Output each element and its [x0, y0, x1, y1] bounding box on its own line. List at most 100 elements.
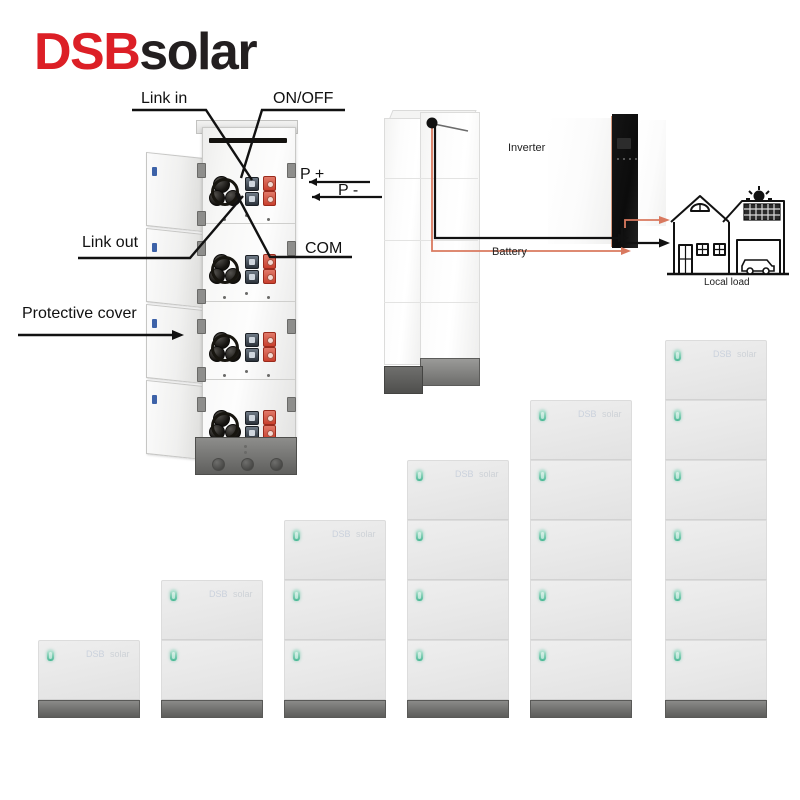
cabinet-vent-slot	[209, 138, 287, 143]
label-inverter: Inverter	[508, 142, 546, 154]
battery-module	[530, 640, 632, 700]
status-led-icon	[416, 470, 423, 481]
cabinet-hinge	[197, 211, 206, 226]
svg-text:DSB: DSB	[713, 349, 732, 359]
status-led-icon	[539, 470, 546, 481]
label-local-load: Local load	[704, 277, 750, 288]
tower-module-seam	[384, 240, 478, 241]
callout-link-in: Link in	[141, 90, 188, 107]
battery-module: DSB solar	[161, 580, 263, 640]
screw-dot	[245, 370, 248, 373]
dsb-solar-logo: DSBsolar	[34, 23, 258, 81]
cabinet-hinge	[287, 163, 296, 178]
status-led-icon	[416, 530, 423, 541]
status-led-icon	[416, 650, 423, 661]
battery-module	[407, 580, 509, 640]
svg-text:DSB: DSB	[332, 529, 351, 539]
svg-text:solar: solar	[737, 349, 757, 359]
status-led-icon	[674, 350, 681, 361]
stack-base	[407, 700, 509, 718]
tower-face-panel	[420, 112, 480, 366]
battery-module	[665, 520, 767, 580]
status-led-icon	[170, 590, 177, 601]
status-led-icon	[293, 590, 300, 601]
link-cable	[211, 412, 239, 440]
base-foot	[270, 458, 283, 471]
door-clip-icon	[152, 395, 157, 404]
on-off-switch	[245, 270, 259, 284]
battery-module	[284, 640, 386, 700]
screw-dot	[267, 374, 270, 377]
cabinet-body	[202, 127, 296, 458]
inverter-status-led	[617, 158, 619, 160]
status-led-icon	[674, 530, 681, 541]
screw-dot	[223, 218, 226, 221]
link-cable	[211, 334, 239, 362]
battery-module	[407, 640, 509, 700]
inverter-front-panel	[612, 114, 638, 248]
status-led-icon	[47, 650, 54, 661]
inverter-right-shell	[638, 120, 666, 226]
link-cable	[211, 178, 239, 206]
cabinet-hinge	[197, 319, 206, 334]
local-load-house-icon	[667, 195, 789, 276]
label-battery: Battery	[492, 246, 527, 258]
tower-base	[420, 358, 480, 386]
solar-panel-icon	[743, 203, 781, 221]
p-minus-terminal	[263, 269, 276, 284]
tower-module-seam	[384, 178, 478, 179]
logo-dsb: DSB	[34, 23, 141, 81]
callout-p-minus: P -	[338, 182, 359, 199]
status-led-icon	[674, 410, 681, 421]
door-clip-icon	[152, 243, 157, 252]
cabinet-hinge	[197, 241, 206, 256]
status-led-icon	[674, 650, 681, 661]
battery-module	[665, 580, 767, 640]
cabinet-hinge	[287, 241, 296, 256]
cabinet-hinge	[197, 367, 206, 382]
cabinet-hinge	[287, 319, 296, 334]
screw-dot	[223, 296, 226, 299]
cabinet-module-segment	[203, 224, 295, 302]
car-icon	[741, 259, 775, 275]
p-plus-terminal	[263, 176, 276, 191]
status-led-icon	[539, 530, 546, 541]
stack-base	[530, 700, 632, 718]
base-dot	[244, 445, 247, 448]
stack-base	[161, 700, 263, 718]
door-clip-icon	[152, 319, 157, 328]
stack-6: DSB solar	[665, 340, 767, 718]
system-battery-tower	[382, 110, 502, 395]
cabinet-hinge	[287, 397, 296, 412]
status-led-icon	[539, 650, 546, 661]
com-port	[245, 411, 259, 425]
svg-text:DSB: DSB	[209, 589, 228, 599]
status-led-icon	[293, 650, 300, 661]
system-inverter	[548, 112, 670, 252]
svg-text:solar: solar	[110, 649, 130, 659]
status-led-icon	[674, 470, 681, 481]
status-led-icon	[416, 590, 423, 601]
battery-module	[407, 520, 509, 580]
stack-base	[665, 700, 767, 718]
svg-text:solar: solar	[602, 409, 622, 419]
status-led-icon	[170, 650, 177, 661]
cabinet-module-segment	[203, 302, 295, 380]
inverter-left-shell	[548, 118, 612, 244]
p-minus-terminal	[263, 425, 276, 440]
stack-2: DSB solar	[161, 580, 263, 718]
on-off-switch	[245, 348, 259, 362]
svg-text:solar: solar	[233, 589, 253, 599]
svg-text:solar: solar	[479, 469, 499, 479]
callout-link-out: Link out	[82, 234, 139, 251]
com-port	[245, 255, 259, 269]
cabinet-hinge	[197, 397, 206, 412]
battery-module	[665, 640, 767, 700]
